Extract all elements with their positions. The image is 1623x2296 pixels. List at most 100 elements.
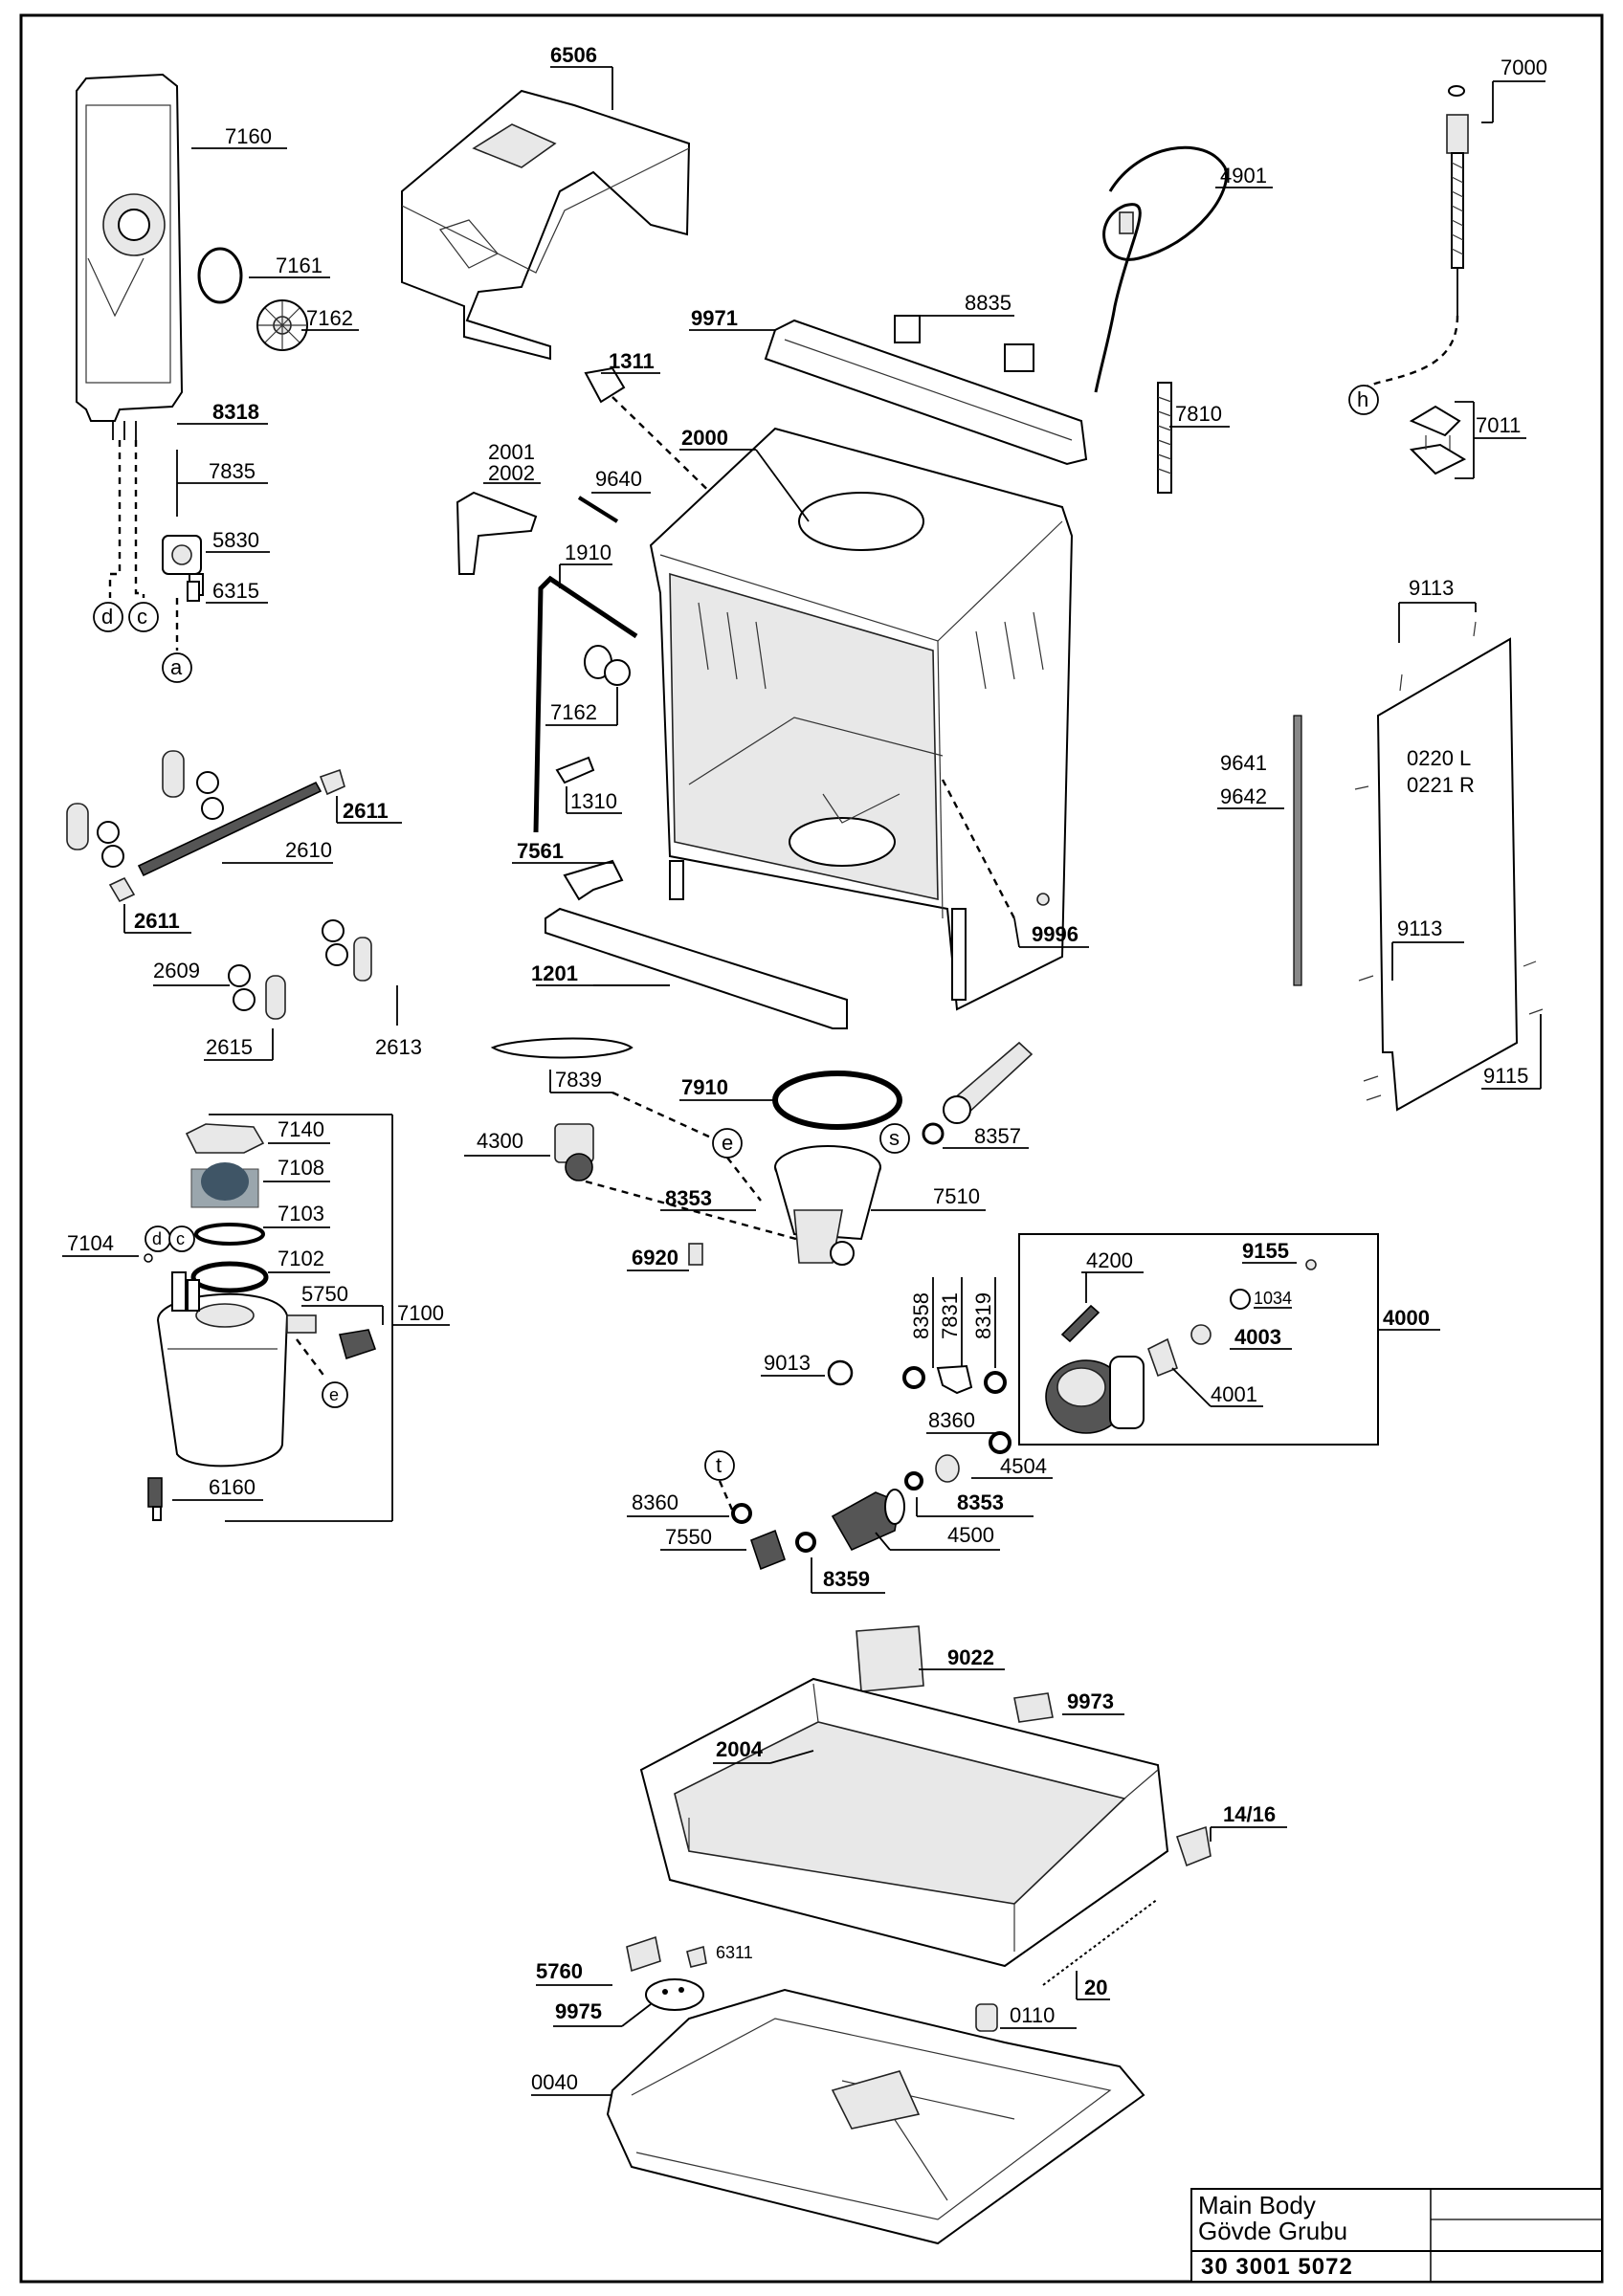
part-9973-clip [1013, 1692, 1054, 1723]
part-6920-sensor [688, 1243, 703, 1266]
part-hose-8357 [922, 1041, 1034, 1145]
title-block-name-tr: Gövde Grubu [1198, 2217, 1347, 2245]
callout-7839: 7839 [555, 1068, 602, 1092]
part-7000-rod [1446, 85, 1469, 316]
callout-7011: 7011 [1476, 413, 1521, 437]
part-4000-pump-motor [1045, 1337, 1178, 1434]
callout-2610: 2610 [285, 838, 332, 862]
callout-4500: 4500 [947, 1523, 994, 1547]
callout-9971: 9971 [691, 306, 738, 330]
callout-7161: 7161 [276, 254, 322, 277]
callout-8360-right: 8360 [928, 1408, 975, 1432]
callout-6315: 6315 [212, 579, 259, 603]
part-4901-cable [1094, 145, 1228, 393]
part-5830-valve [162, 535, 204, 596]
bubble-d-top: d [101, 605, 113, 629]
callout-7104: 7104 [67, 1231, 114, 1255]
part-2001-2002-side-bracket [456, 491, 538, 575]
part-7011-bracket [1409, 405, 1467, 475]
part-6506-top-cover [401, 89, 691, 361]
callout-2615: 2615 [206, 1035, 253, 1059]
callout-6160: 6160 [209, 1475, 256, 1499]
callout-7140: 7140 [278, 1117, 324, 1141]
bubble-c-lower: c [176, 1229, 185, 1248]
callout-8357: 8357 [974, 1124, 1021, 1148]
callout-2000: 2000 [681, 426, 728, 450]
callout-7100: 7100 [397, 1301, 444, 1325]
callout-7910: 7910 [681, 1075, 728, 1099]
callout-2611-right: 2611 [343, 799, 389, 823]
part-7140-lid [185, 1123, 265, 1154]
title-block-drawing-number: 30 3001 5072 [1201, 2254, 1353, 2280]
part-1910-door-gasket [533, 575, 638, 833]
drawing-frame [19, 13, 1604, 2284]
callout-9113-bottom: 9113 [1397, 916, 1442, 940]
part-9975-disc [645, 1978, 704, 2011]
part-5750-valve [338, 1329, 377, 1360]
part-4003-cover [1190, 1324, 1212, 1345]
part-9641-9642-strip [1293, 715, 1302, 986]
part-2004-base-frame [639, 1677, 1169, 1968]
callout-7550: 7550 [665, 1525, 712, 1549]
callout-0110: 0110 [1010, 2003, 1055, 2027]
part-4504-seal [935, 1454, 960, 1483]
bubble-e-mid: e [722, 1131, 733, 1155]
callout-5750: 5750 [301, 1282, 348, 1306]
part-7160-softener-housing [76, 73, 184, 440]
part-4300-pump [554, 1123, 594, 1181]
bubble-t: t [716, 1453, 722, 1477]
part-7100-dispenser-body [156, 1271, 317, 1468]
part-5760-float [626, 1935, 661, 1973]
callout-9973: 9973 [1067, 1689, 1114, 1713]
part-6311-clip [686, 1945, 707, 1968]
callout-4200: 4200 [1086, 1248, 1133, 1272]
part-7161-gasket-ring [197, 247, 243, 304]
callout-8358: 8358 [909, 1292, 933, 1339]
callout-9641: 9641 [1220, 751, 1267, 775]
callout-0040: 0040 [531, 2070, 578, 2094]
callout-2001: 2001 [488, 440, 535, 464]
callout-9975: 9975 [555, 1999, 602, 2023]
part-9022-panel [856, 1625, 924, 1692]
bubble-h: h [1357, 387, 1368, 411]
part-20-chain [1042, 1898, 1159, 1986]
callout-9996: 9996 [1032, 922, 1078, 946]
callout-7835: 7835 [209, 459, 256, 483]
callout-5760: 5760 [536, 1959, 583, 1983]
part-4500-pump [831, 1489, 905, 1552]
part-9971-top-rail [764, 319, 1088, 466]
callout-20: 20 [1084, 1976, 1107, 1999]
callout-7102: 7102 [278, 1247, 324, 1270]
callout-4003: 4003 [1234, 1325, 1281, 1349]
callout-2002: 2002 [488, 461, 535, 485]
part-7108-membrane [190, 1162, 259, 1208]
callout-4000: 4000 [1383, 1306, 1430, 1330]
callout-9115: 9115 [1483, 1064, 1528, 1088]
title-block-name-en: Main Body [1198, 2191, 1316, 2219]
part-7162-impeller-disc [256, 299, 308, 351]
callout-8318: 8318 [212, 400, 259, 424]
part-2609-2615-wheels [66, 750, 372, 1020]
part-0110-foot [975, 2003, 998, 2032]
callout-9155: 9155 [1242, 1239, 1289, 1263]
callout-4001: 4001 [1211, 1382, 1257, 1406]
callout-1310: 1310 [570, 789, 617, 813]
bubble-c-top: c [137, 605, 147, 629]
part-2611-end-caps [108, 768, 345, 903]
callout-5830: 5830 [212, 528, 259, 552]
part-8835-clips [894, 315, 1034, 372]
callout-1311: 1311 [609, 349, 655, 373]
bubble-d-lower: d [152, 1229, 162, 1248]
callout-2609: 2609 [153, 959, 200, 982]
callout-7160: 7160 [225, 124, 272, 148]
part-7102-clamp-ring [190, 1261, 269, 1293]
part-0040-base-tray [606, 1988, 1145, 2245]
part-0220-0221-side-panel [1376, 637, 1519, 1112]
part-6315-clip [187, 581, 200, 602]
callout-7561: 7561 [517, 839, 564, 863]
part-7550-elbow [750, 1529, 786, 1571]
callout-7831: 7831 [938, 1292, 962, 1339]
part-14-16-inlet-valve [1175, 1825, 1212, 1867]
callout-4901: 4901 [1220, 164, 1267, 188]
callout-1910: 1910 [565, 541, 611, 564]
